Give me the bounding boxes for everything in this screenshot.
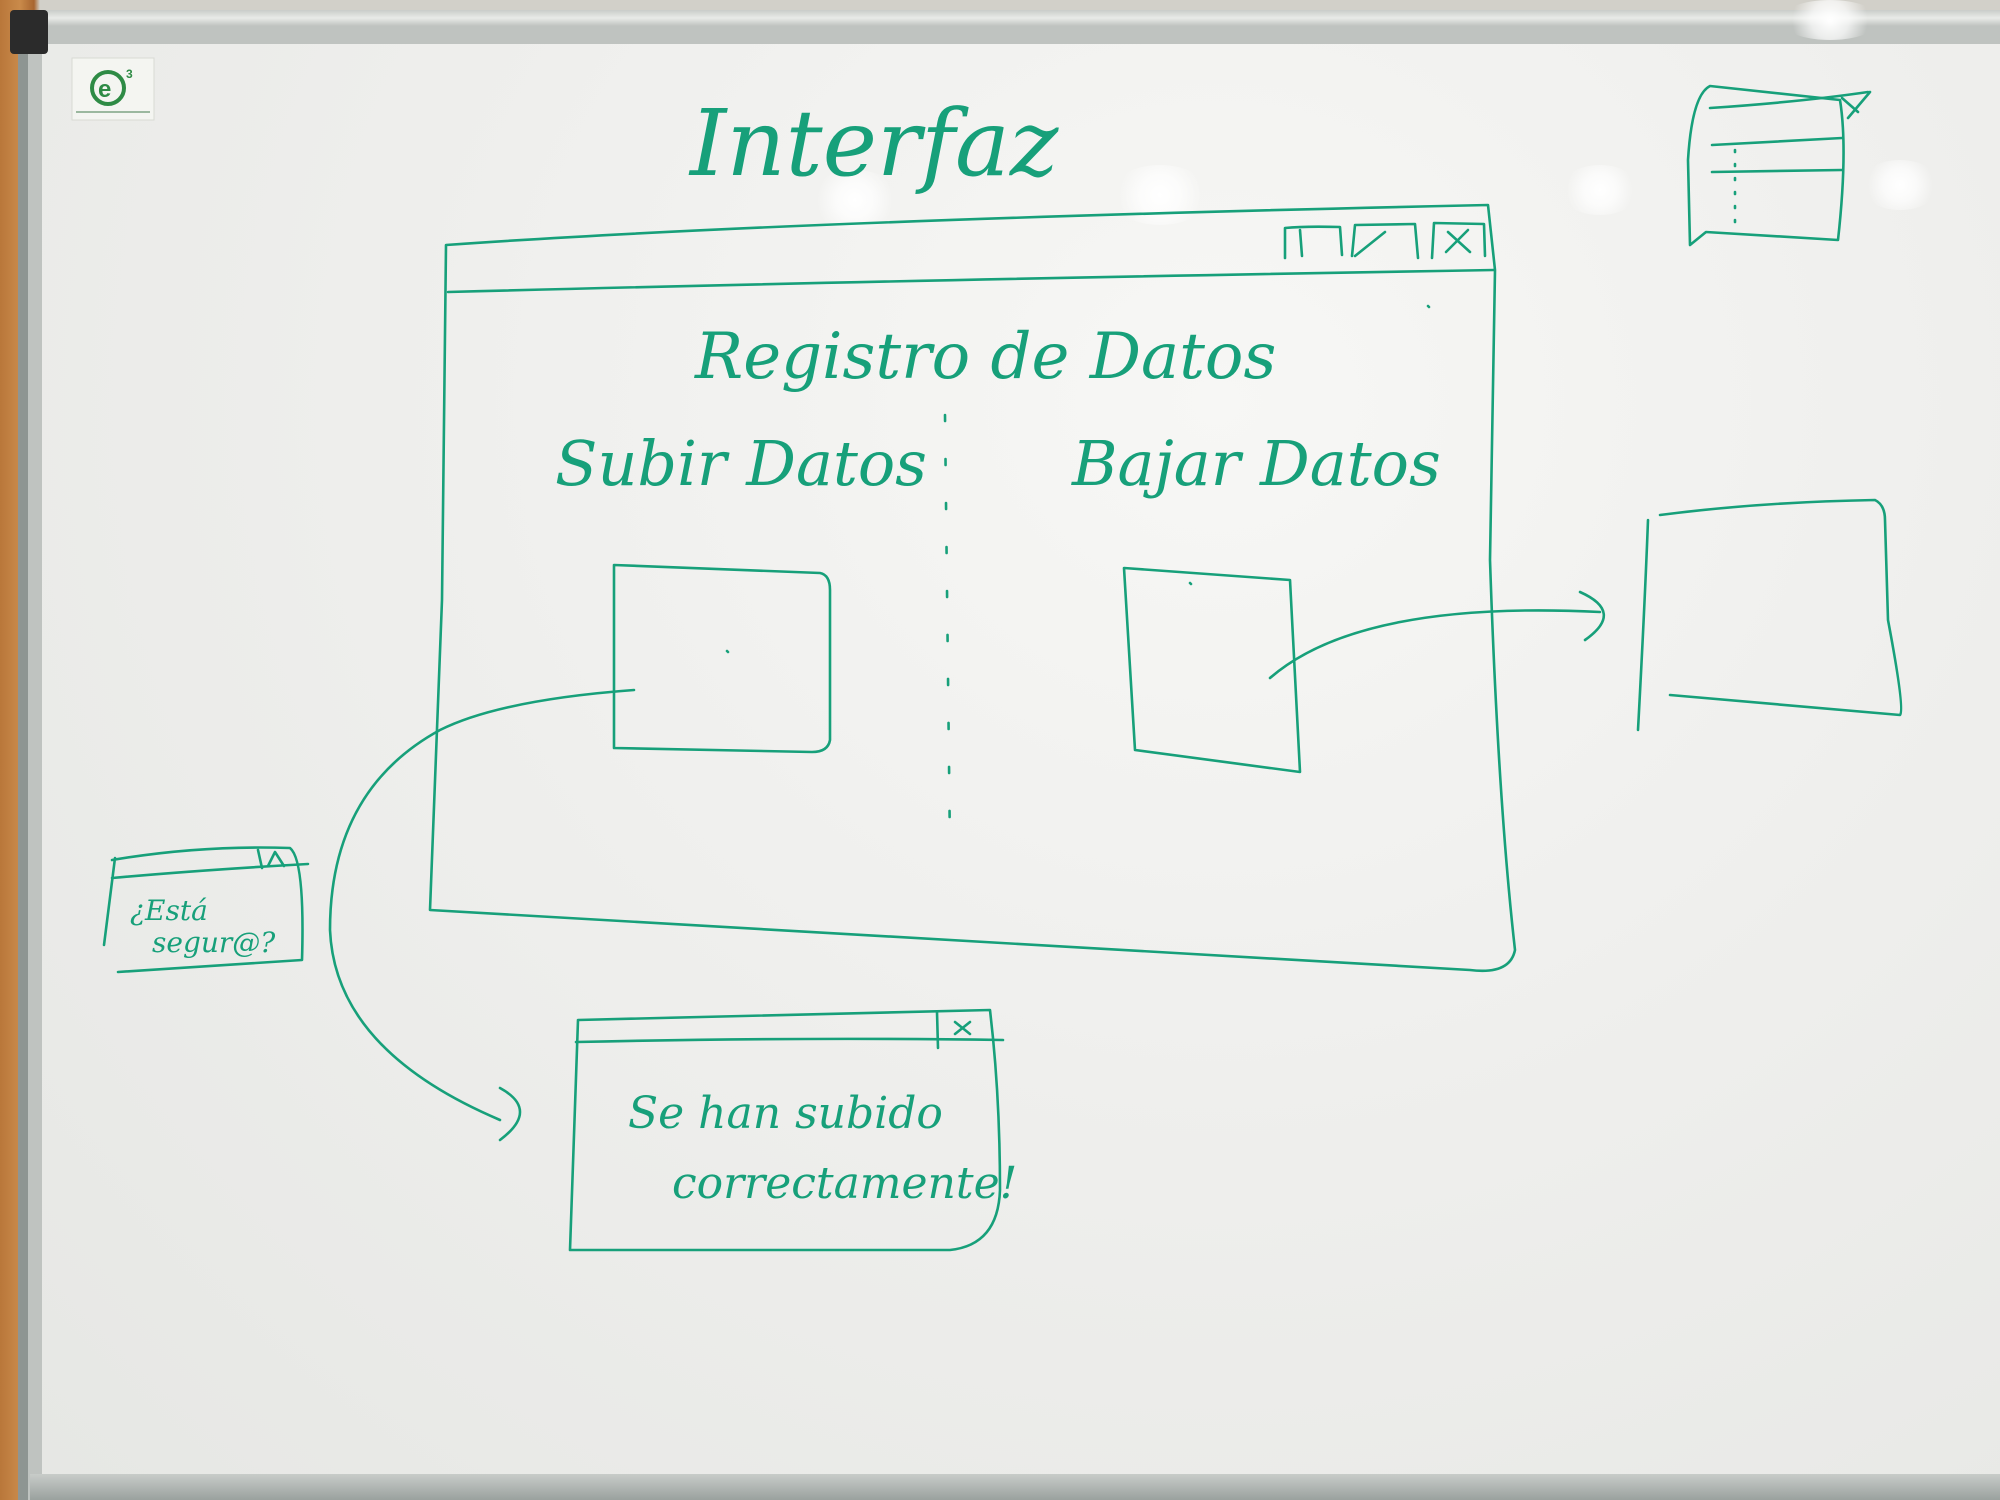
confirm-dialog-line2: segur@?: [152, 926, 276, 959]
confirm-dialog-close-icon: [256, 848, 286, 870]
main-window-heading: Registro de Datos: [694, 320, 1276, 394]
main-window-titlebar-line: [446, 268, 1496, 294]
sketch-title: Interfaz: [688, 90, 1059, 197]
download-label: Bajar Datos: [1071, 427, 1441, 500]
download-box: [1122, 566, 1302, 774]
mini-window-sketch: [1686, 84, 1845, 247]
minimize-icon: [1283, 225, 1344, 260]
frame-corner: [10, 10, 48, 54]
light-reflection: [1860, 160, 1940, 210]
close-icon: [1430, 221, 1487, 260]
confirm-dialog-line1: ¿Está: [130, 894, 208, 927]
light-reflection: [810, 170, 900, 230]
download-flow-arrow: [1268, 609, 1602, 680]
upload-box: [612, 563, 832, 754]
success-dialog-close-icon: [935, 1010, 972, 1050]
e3-logo: e 3: [71, 57, 155, 121]
whiteboard-surface: [42, 44, 2000, 1474]
success-dialog-outline: [568, 1008, 1002, 1252]
light-reflection: [1780, 0, 1880, 40]
upload-flow-arrow: [328, 688, 636, 1122]
marker-tray: [30, 1474, 2000, 1500]
upload-label: Subir Datos: [555, 427, 927, 500]
confirm-dialog-outline: [102, 846, 304, 974]
success-dialog-line2: correctamente!: [672, 1158, 1017, 1209]
maximize-icon: [1350, 222, 1420, 260]
center-divider: [943, 413, 952, 852]
logo-mark-text: e: [98, 76, 111, 103]
light-reflection: [1560, 165, 1640, 215]
logo-superscript-text: 3: [126, 67, 133, 81]
side-panel-outline: [1636, 498, 1903, 732]
success-dialog-line1: Se han subido: [628, 1088, 943, 1139]
